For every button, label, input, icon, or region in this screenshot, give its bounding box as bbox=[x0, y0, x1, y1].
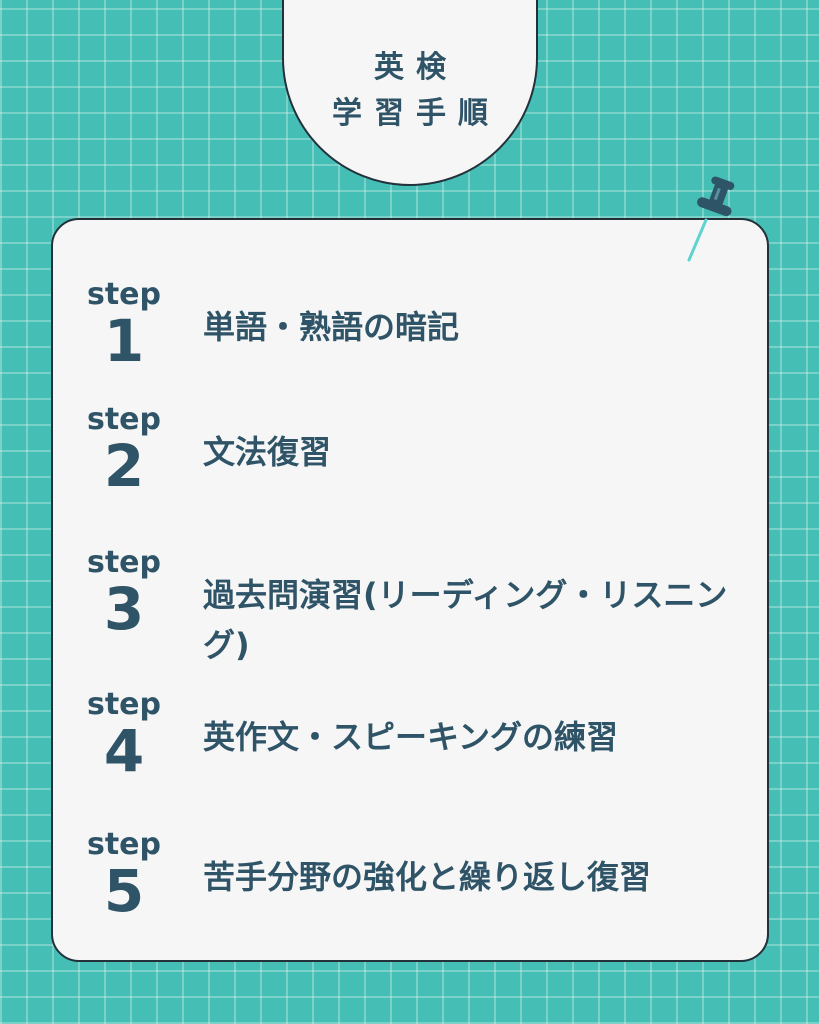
step-text: 単語・熟語の暗記 bbox=[203, 308, 460, 346]
step-number: 1 bbox=[103, 307, 145, 375]
step-number: 3 bbox=[103, 575, 145, 643]
step-label: step bbox=[86, 687, 162, 722]
title-line-2: 学習手順 bbox=[332, 96, 500, 131]
step-number: 2 bbox=[103, 432, 145, 500]
step-label: step bbox=[86, 402, 162, 437]
step-text: 文法復習 bbox=[203, 433, 332, 471]
step-text: 過去問演習(リーディング・リスニング) bbox=[203, 576, 728, 664]
step-label: step bbox=[86, 277, 162, 312]
step-text: 英作文・スピーキングの練習 bbox=[203, 718, 619, 756]
title-line-1: 英検 bbox=[374, 50, 458, 85]
step-text: 苦手分野の強化と繰り返し復習 bbox=[203, 858, 652, 896]
pushpin-icon bbox=[687, 176, 735, 262]
step-number: 4 bbox=[103, 717, 145, 785]
step-number: 5 bbox=[103, 857, 145, 925]
step-label: step bbox=[86, 827, 162, 862]
steps-card: step 1 単語・熟語の暗記 step 2 文法復習 step 3 過去問演習… bbox=[51, 218, 769, 962]
title-tab: 英検 学習手順 bbox=[282, 0, 538, 186]
step-label: step bbox=[86, 545, 162, 580]
